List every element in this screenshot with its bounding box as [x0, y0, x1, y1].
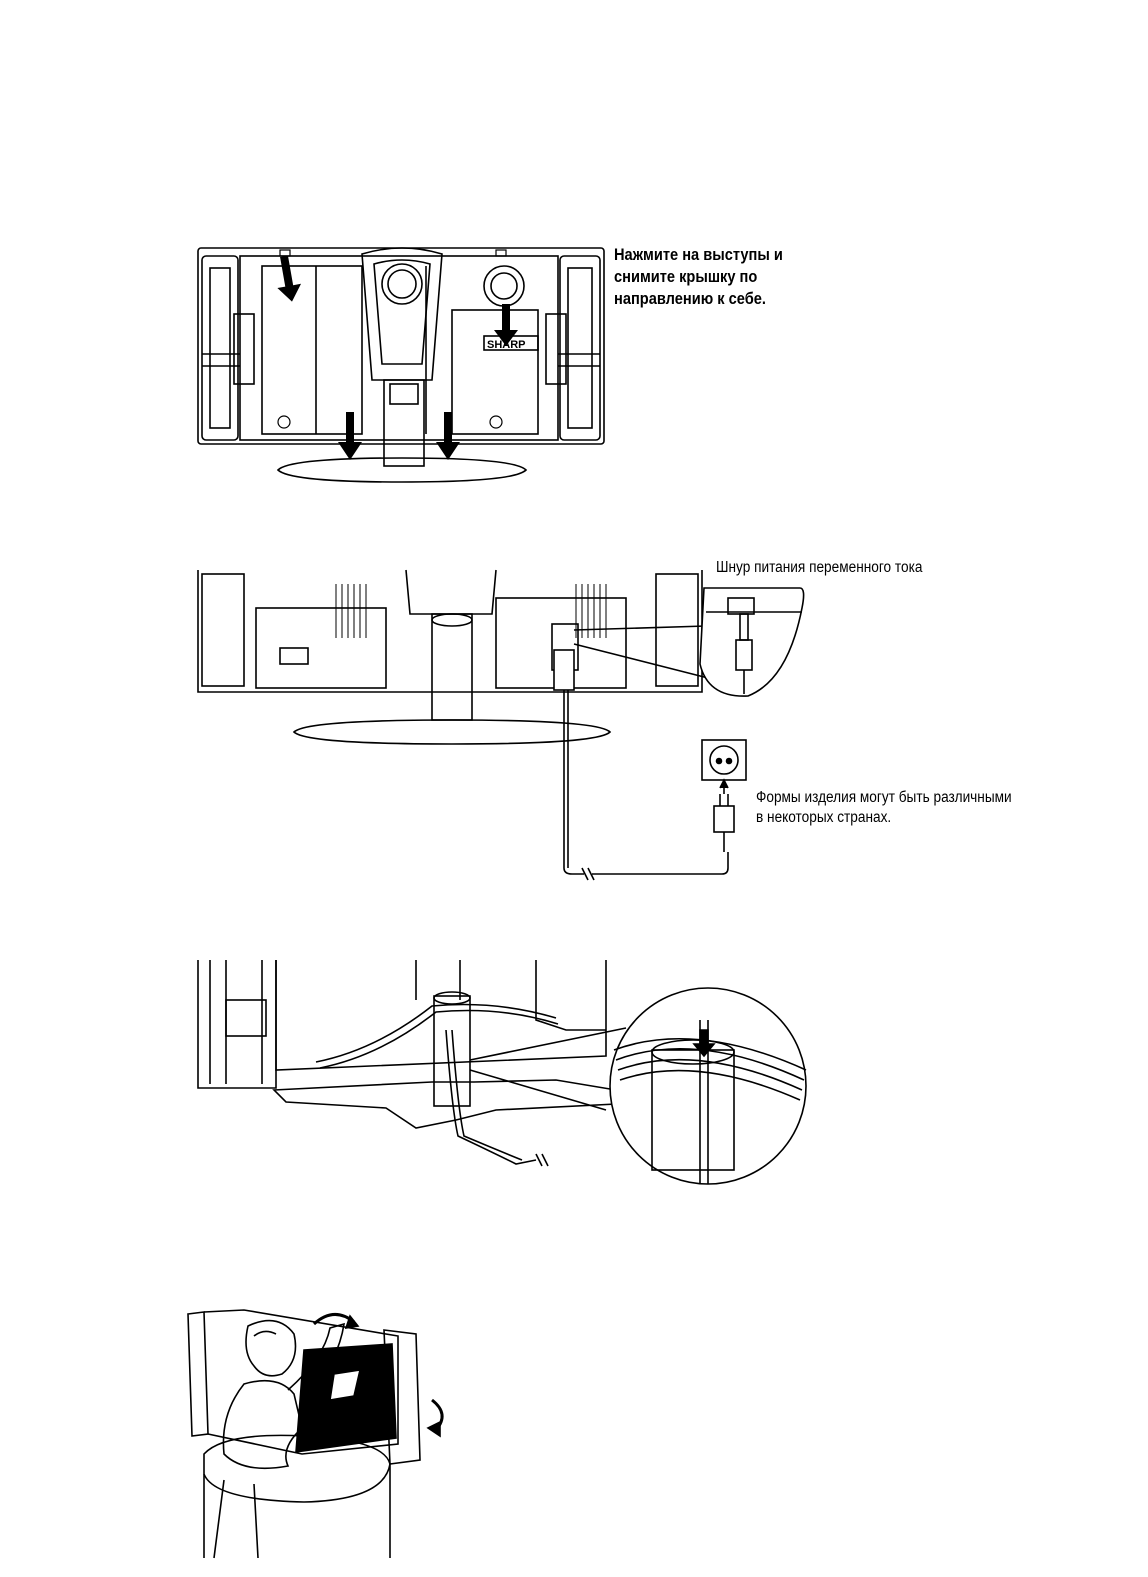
note-line: Формы изделия могут быть различными — [756, 788, 1012, 808]
caption-line: направлению к себе. — [614, 288, 783, 310]
caption-line: Нажмите на выступы и — [614, 244, 783, 266]
lift-display-figure — [184, 1304, 470, 1560]
cable-clamp-illustration — [196, 960, 808, 1196]
note-line: в некоторых странах. — [756, 808, 1012, 828]
cover-removal-caption: Нажмите на выступы и снимите крышку по н… — [614, 244, 783, 310]
push-direction-arrows — [272, 254, 518, 460]
power-cord-figure — [196, 568, 816, 886]
power-cord-connection-illustration — [196, 568, 816, 886]
caption-line: снимите крышку по — [614, 266, 783, 288]
cover-removal-figure: SHARP — [196, 244, 608, 488]
plug-shape-note: Формы изделия могут быть различными в не… — [756, 788, 1012, 828]
tv-rear-cover-illustration: SHARP — [196, 244, 608, 488]
person-lifting-display-illustration — [184, 1304, 470, 1560]
cable-clamp-figure — [196, 960, 808, 1196]
cord-label-text: Шнур питания переменного тока — [716, 558, 922, 578]
power-cord-label: Шнур питания переменного тока — [716, 558, 922, 578]
